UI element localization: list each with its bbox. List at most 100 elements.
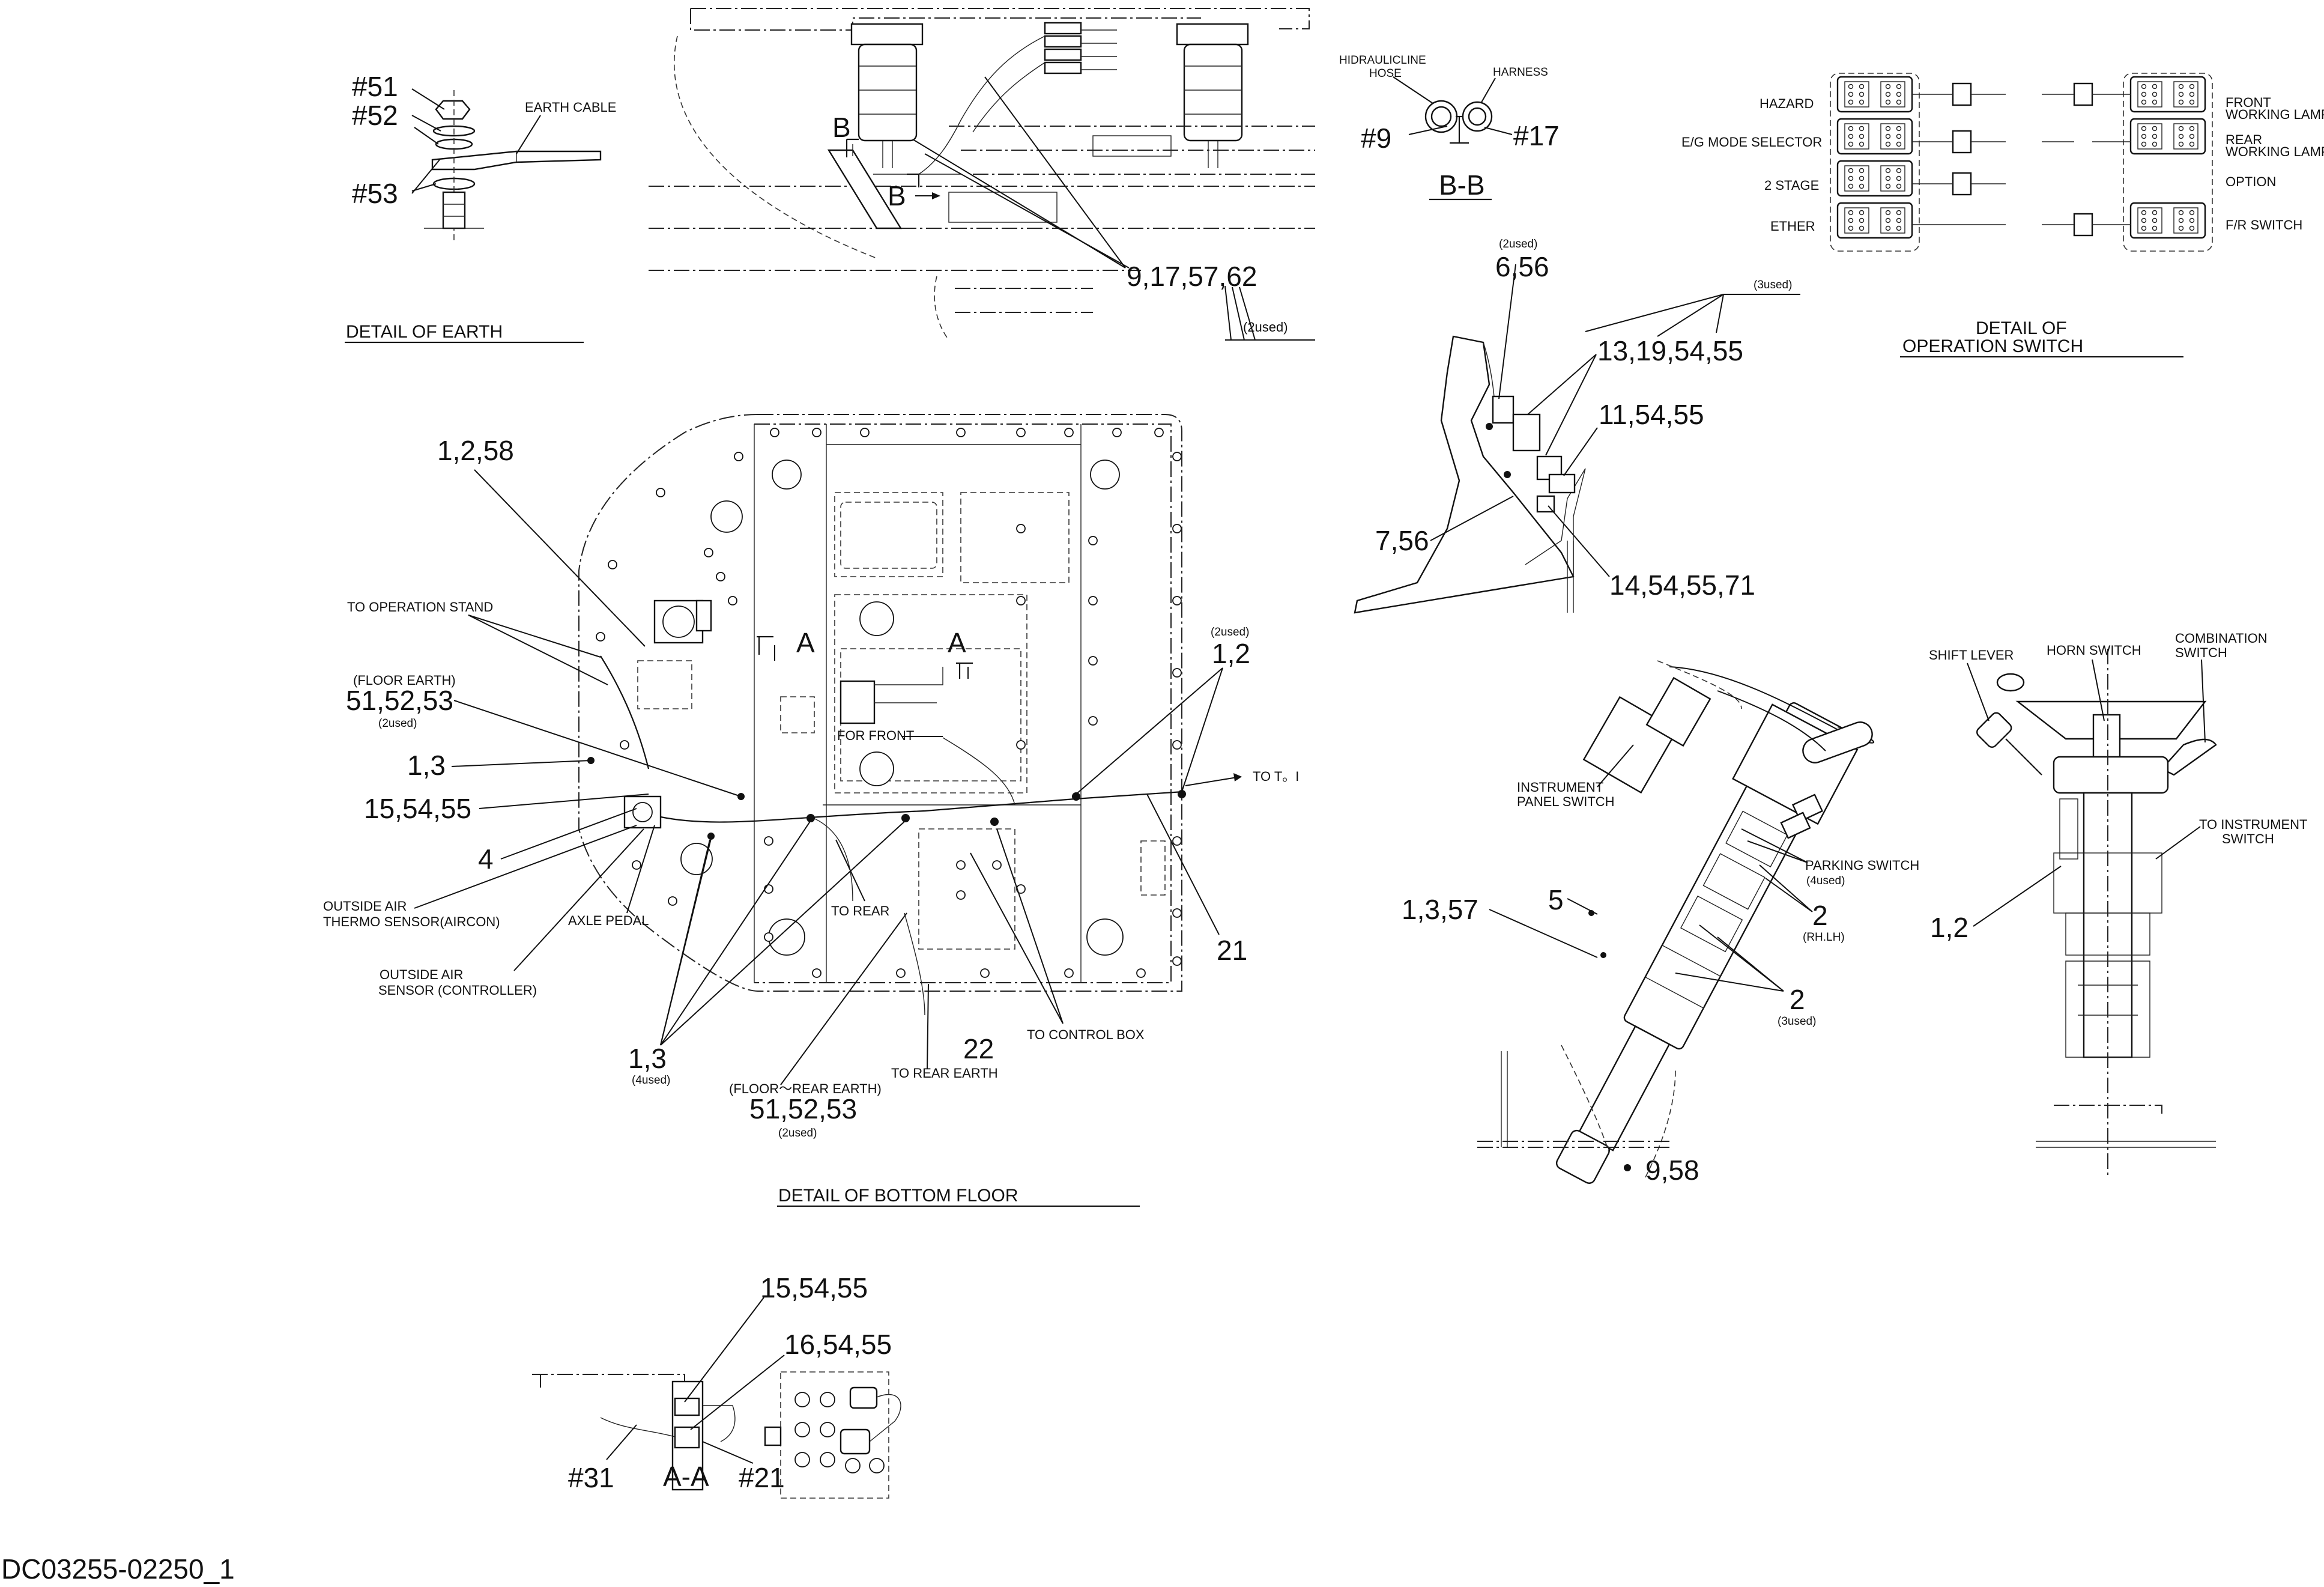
to-instrument-l1: TO INSTRUMENT [2199, 817, 2307, 832]
parking-switch-l2: (4used) [1806, 875, 1845, 887]
to-t-label: TO T。I [1253, 769, 1299, 784]
callout-1-3-a: 1,3 [407, 750, 446, 781]
bracket-3used: (3used) [1754, 279, 1792, 291]
op-ether: ETHER [1770, 219, 1815, 234]
callout-13-19-54-55: 13,19,54,55 [1597, 335, 1743, 366]
callout-aa-15-54-55: 15,54,55 [760, 1272, 868, 1303]
to-rear-earth: TO REAR EARTH [891, 1066, 998, 1081]
outside-air-2: OUTSIDE AIR [380, 967, 463, 982]
bolt-hole [620, 740, 629, 750]
callout-1-2-right: 1,2 [1212, 638, 1250, 669]
bolt-hole [1154, 428, 1164, 437]
bolt-hole [1172, 524, 1182, 533]
mount-hole [820, 1392, 835, 1407]
connector [1952, 130, 1972, 154]
bolt-hole [956, 860, 966, 870]
to-rear-label: TO REAR [831, 903, 889, 918]
rocker-switch [1836, 160, 1913, 197]
top-frame-view: B B 9,17,57,62 (2used) [649, 8, 1315, 341]
rocker-switch [1836, 118, 1913, 155]
combination-l2: SWITCH [2175, 645, 2227, 660]
steering-column-angled: INSTRUMENT PANEL SWITCH PARKING SWITCH (… [1402, 660, 1919, 1186]
section-bb: HIDRAULICLINE HOSE HARNESS #9 #17 B-B [1339, 54, 1560, 201]
used-2-floor-c: (2used) [1211, 626, 1249, 639]
rocker-switch [2129, 118, 2206, 155]
to-control-box: TO CONTROL BOX [1027, 1027, 1145, 1042]
drawing-id: DC03255-02250_1 [1, 1553, 235, 1585]
callout-51-52-53-a: 51,52,53 [346, 685, 453, 716]
bolt-hole [1088, 656, 1098, 666]
mount-hole [869, 1458, 885, 1473]
used-3-steering: (3used) [1778, 1015, 1816, 1028]
mount-hole [845, 1458, 861, 1473]
callout-15-54-55: 15,54,55 [364, 793, 471, 824]
op-rear: REAR [2226, 132, 2262, 147]
callout-1-3-57: 1,3,57 [1402, 894, 1478, 925]
switch-bracket: (2used) 6,56 (3used) 13,19,54,55 11,54,5… [1354, 238, 1800, 614]
instrument-panel-l2: PANEL SWITCH [1517, 794, 1615, 809]
bolt-hole [1016, 428, 1026, 437]
detail-of-earth: #51 #52 #53 EARTH CABLE DETAIL OF EARTH [345, 71, 616, 344]
bolt-hole [956, 428, 966, 437]
op-option: OPTION [2226, 174, 2276, 189]
callout-11-54-55: 11,54,55 [1599, 399, 1704, 430]
callout-2-3used: 2 [1790, 984, 1805, 1015]
earth-label-51: #51 [352, 71, 398, 102]
detail-operation-switch: HAZARD E/G MODE SELECTOR 2 STAGE ETHER F… [1681, 73, 2324, 358]
rocker-switch [1836, 202, 1913, 239]
earth-label-53: #53 [352, 178, 398, 209]
callout-aa-16-54-55: 16,54,55 [784, 1329, 892, 1360]
horn-switch-label: HORN SWITCH [2047, 643, 2141, 658]
callout-22: 22 [963, 1033, 994, 1064]
op-hazard: HAZARD [1760, 96, 1814, 111]
bolt-hole [1172, 908, 1182, 918]
aa-label-31: #31 [568, 1462, 614, 1493]
mount-hole [794, 1392, 810, 1407]
bolt-hole [956, 890, 966, 900]
axle-pedal: AXLE PEDAL [568, 913, 649, 928]
bolt-hole [764, 932, 773, 942]
connector [2073, 213, 2093, 237]
bolt-hole [734, 452, 743, 461]
used-2-floor: (2used) [378, 717, 417, 730]
section-mark-b-1: B [832, 112, 851, 143]
bolt-hole [770, 428, 779, 437]
instrument-panel-l1: INSTRUMENT [1517, 780, 1603, 795]
rhlh-label: (RH.LH) [1803, 931, 1845, 944]
bolt-hole [1172, 740, 1182, 750]
section-mark-a-1: A [796, 627, 815, 658]
op-rear-wl: WORKING LAMP [2226, 144, 2324, 159]
bolt-hole [1016, 740, 1026, 750]
bracket-2used: (2used) [1499, 238, 1537, 250]
bb-title: B-B [1439, 169, 1485, 201]
bolt-hole [980, 968, 990, 978]
mount-hole [794, 1452, 810, 1467]
bolt-hole [1088, 536, 1098, 545]
bolt-hole [668, 896, 677, 906]
bottom-floor-title: DETAIL OF BOTTOM FLOOR [778, 1186, 1018, 1206]
bolt-hole [716, 572, 725, 581]
bb-label-9: #9 [1361, 123, 1391, 154]
bolt-hole [656, 488, 665, 497]
callout-7-56: 7,56 [1375, 525, 1429, 556]
mount-hole [794, 1422, 810, 1437]
rocker-switch [2129, 202, 2206, 239]
callout-4: 4 [478, 843, 494, 875]
section-mark-b-2: B [888, 180, 906, 211]
bolt-hole [1172, 956, 1182, 966]
shift-lever-label: SHIFT LEVER [1929, 648, 2014, 663]
bolt-hole [1136, 968, 1146, 978]
bolt-hole [632, 860, 641, 870]
bb-label-17: #17 [1513, 120, 1560, 151]
bolt-hole [1088, 596, 1098, 605]
sensor-controller: SENSOR (CONTROLLER) [378, 983, 537, 998]
steering-column-side: SHIFT LEVER HORN SWITCH COMBINATION SWIT… [1929, 631, 2307, 1177]
bb-hose-l2: HOSE [1369, 67, 1402, 80]
mount-hole [820, 1422, 835, 1437]
bolt-hole [1172, 452, 1182, 461]
callout-9-17-57-62: 9,17,57,62 [1127, 261, 1257, 292]
callout-21: 21 [1217, 935, 1247, 966]
bolt-hole [764, 836, 773, 846]
callout-1-2-58: 1,2,58 [437, 435, 514, 466]
